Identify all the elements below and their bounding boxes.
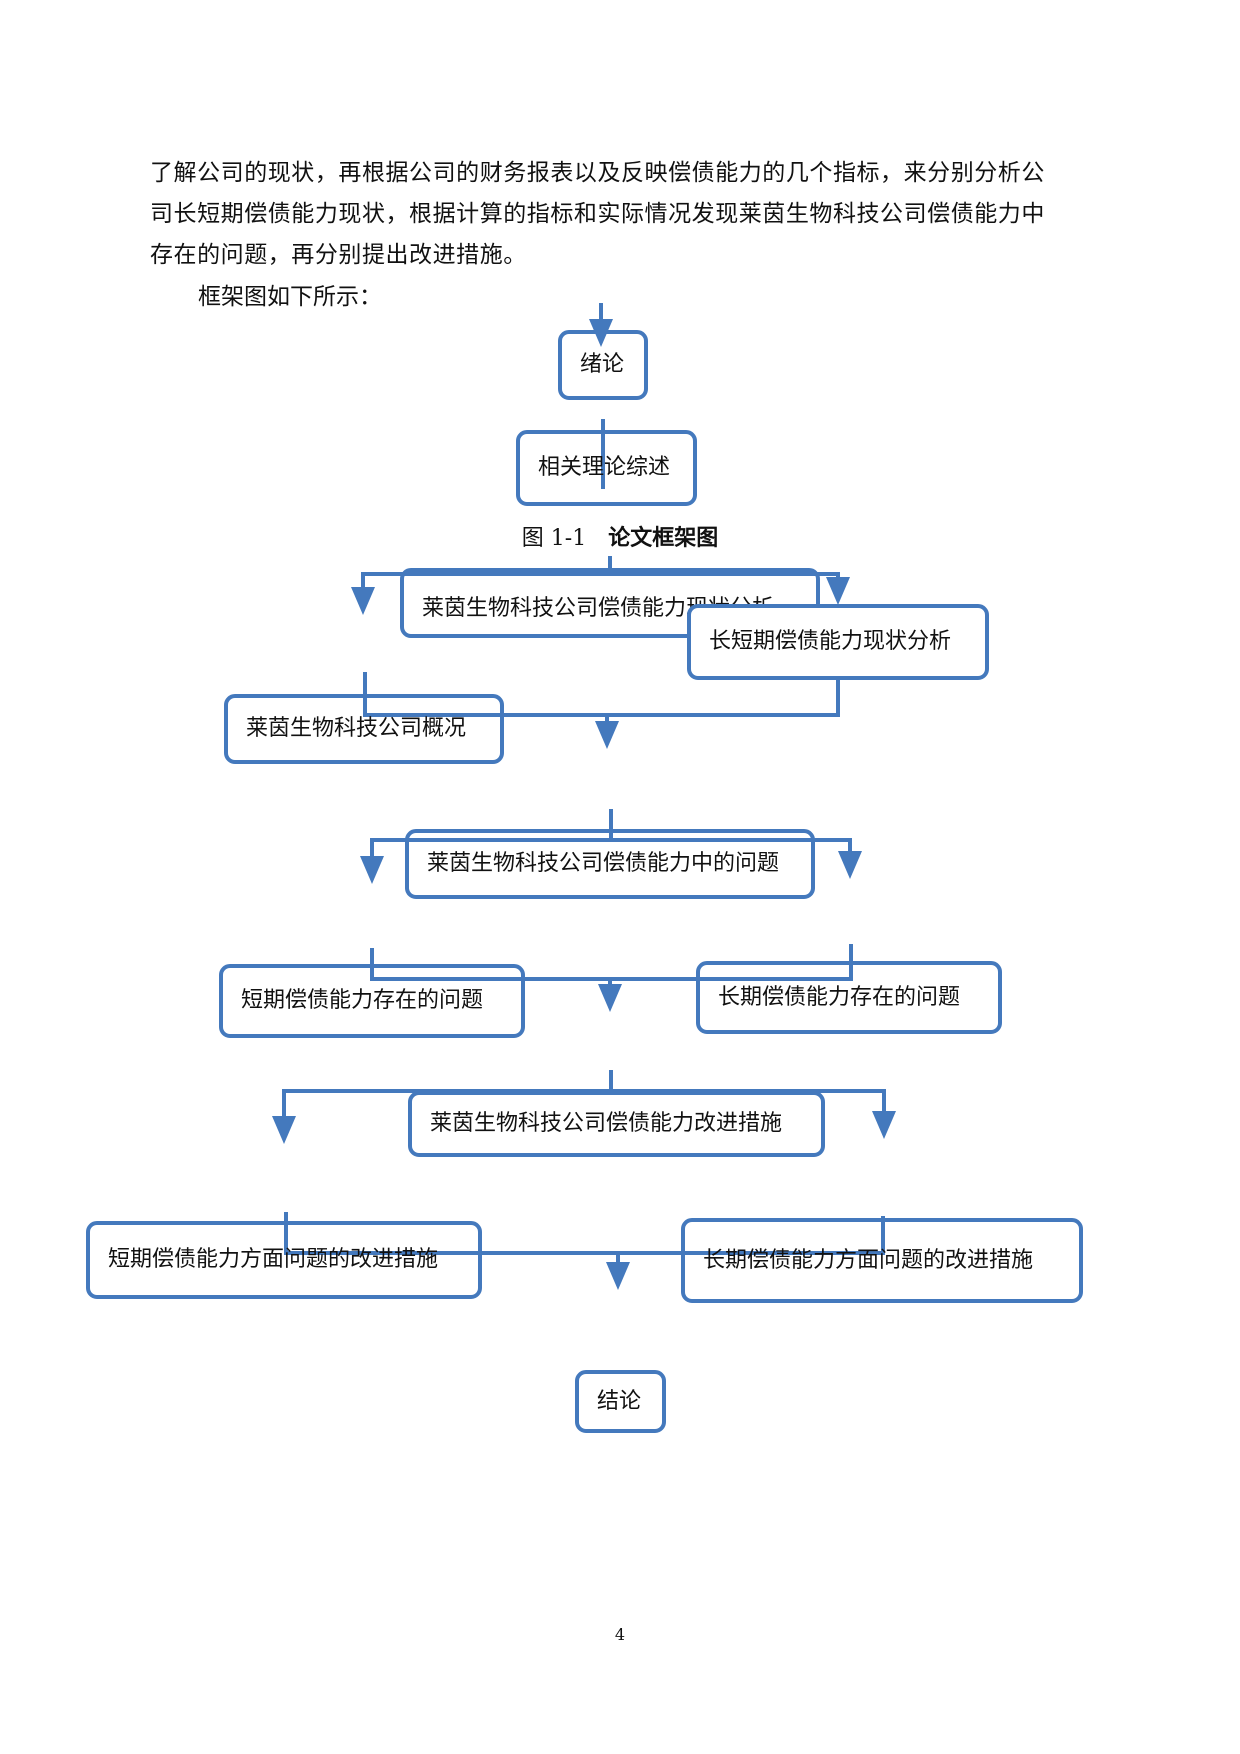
node-company-overview: 莱茵生物科技公司概况 [224, 694, 504, 764]
body-paragraph-line-3: 存在的问题，再分别提出改进措施。 [150, 242, 527, 268]
page-number: 4 [614, 1625, 626, 1644]
node-short-term-problems: 短期偿债能力存在的问题 [219, 964, 525, 1038]
node-solvency-problems: 莱茵生物科技公司偿债能力中的问题 [405, 829, 815, 899]
node-improvement-measures: 莱茵生物科技公司偿债能力改进措施 [408, 1091, 825, 1157]
node-long-term-measures: 长期偿债能力方面问题的改进措施 [681, 1218, 1083, 1303]
figure-caption-number: 图 1-1 [521, 526, 587, 551]
figure-caption-title: 论文框架图 [608, 525, 719, 551]
body-paragraph-line-2: 司长短期偿债能力现状，根据计算的指标和实际情况发现莱茵生物科技公司偿债能力中 [150, 201, 1045, 227]
node-introduction: 绪论 [558, 330, 648, 400]
framework-intro-line: 框架图如下所示： [198, 284, 382, 310]
node-conclusion: 结论 [575, 1370, 666, 1433]
node-related-theory: 相关理论综述 [516, 430, 697, 506]
node-short-term-measures: 短期偿债能力方面问题的改进措施 [86, 1221, 482, 1299]
node-long-term-problems: 长期偿债能力存在的问题 [696, 961, 1002, 1034]
node-long-short-status-analysis: 长短期偿债能力现状分析 [687, 604, 989, 680]
body-paragraph-line-1: 了解公司的现状，再根据公司的财务报表以及反映偿债能力的几个指标，来分别分析公 [150, 160, 1045, 186]
figure-caption: 图 1-1 论文框架图 [0, 523, 1240, 554]
